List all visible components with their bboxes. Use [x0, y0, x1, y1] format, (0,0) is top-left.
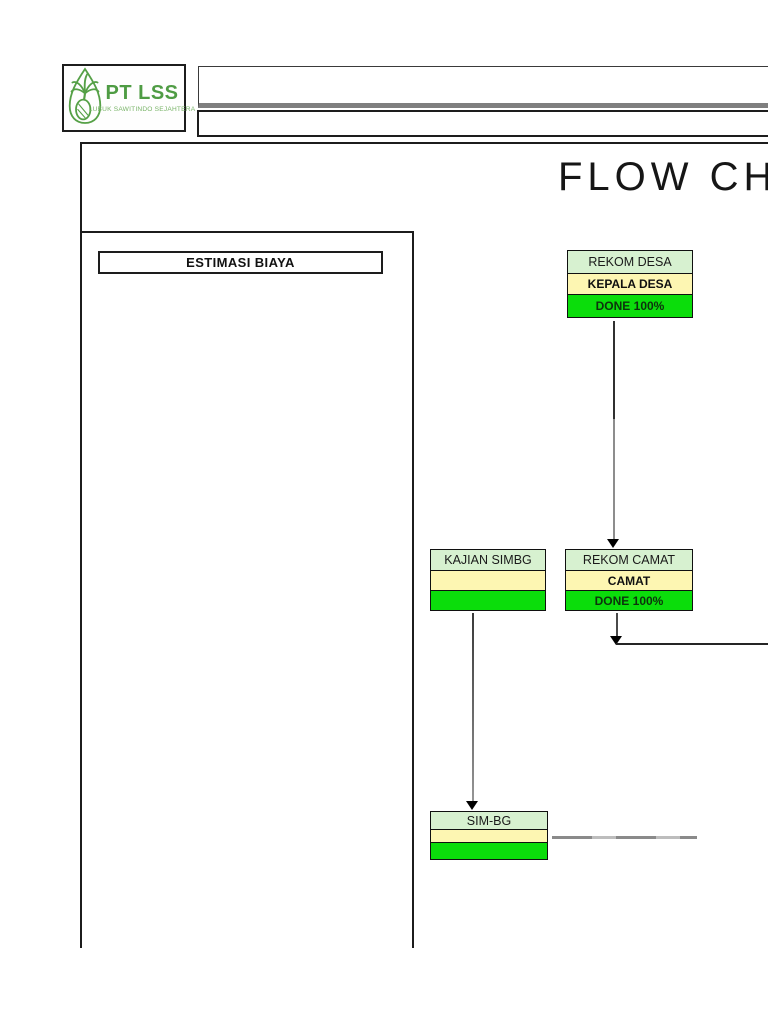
column-divider-vertical [412, 231, 414, 948]
node-status: DONE 100% [566, 590, 692, 610]
company-tagline: LUBUK SAWITINDO SEJAHTERA [88, 106, 196, 113]
node-label: KAJIAN SIMBG [431, 550, 545, 570]
node-label: SIM-BG [431, 812, 547, 829]
node-status [431, 590, 545, 610]
page-title: FLOW CH [558, 155, 768, 199]
column-divider-horizontal [80, 231, 414, 233]
connector-camat-right-line [616, 643, 768, 645]
company-name: PT LSS [105, 82, 179, 104]
node-role: CAMAT [566, 570, 692, 590]
node-role: KEPALA DESA [568, 273, 692, 294]
palm-tree-icon [67, 66, 103, 130]
logo-text-block: PT LSS LUBUK SAWITINDO SEJAHTERA [89, 82, 195, 114]
frame-top-border [80, 142, 768, 144]
node-sim-bg: SIM-BG [430, 811, 548, 860]
node-rekom-camat: REKOM CAMAT CAMAT DONE 100% [565, 549, 693, 611]
arrowhead-down-icon [607, 539, 619, 548]
arrowhead-down-icon [610, 636, 622, 645]
node-label: REKOM CAMAT [566, 550, 692, 570]
node-role [431, 570, 545, 590]
estimasi-biaya-header: ESTIMASI BIAYA [98, 251, 383, 274]
header-band-bottom [197, 110, 768, 137]
node-kajian-simbg: KAJIAN SIMBG [430, 549, 546, 611]
connector-camat-down-line [616, 613, 618, 637]
node-status: DONE 100% [568, 294, 692, 317]
node-label: REKOM DESA [568, 251, 692, 273]
node-rekom-desa: REKOM DESA KEPALA DESA DONE 100% [567, 250, 693, 318]
frame-left-border [80, 142, 82, 948]
connector-simbg-right-dashed-line [552, 836, 697, 839]
connector-kajian-simbg-line [472, 613, 474, 802]
company-logo: PT LSS LUBUK SAWITINDO SEJAHTERA [62, 64, 195, 132]
arrowhead-down-icon [466, 801, 478, 810]
connector-desa-camat-line [613, 321, 615, 539]
header-band-top [198, 66, 768, 108]
node-status [431, 842, 547, 859]
node-role [431, 829, 547, 842]
